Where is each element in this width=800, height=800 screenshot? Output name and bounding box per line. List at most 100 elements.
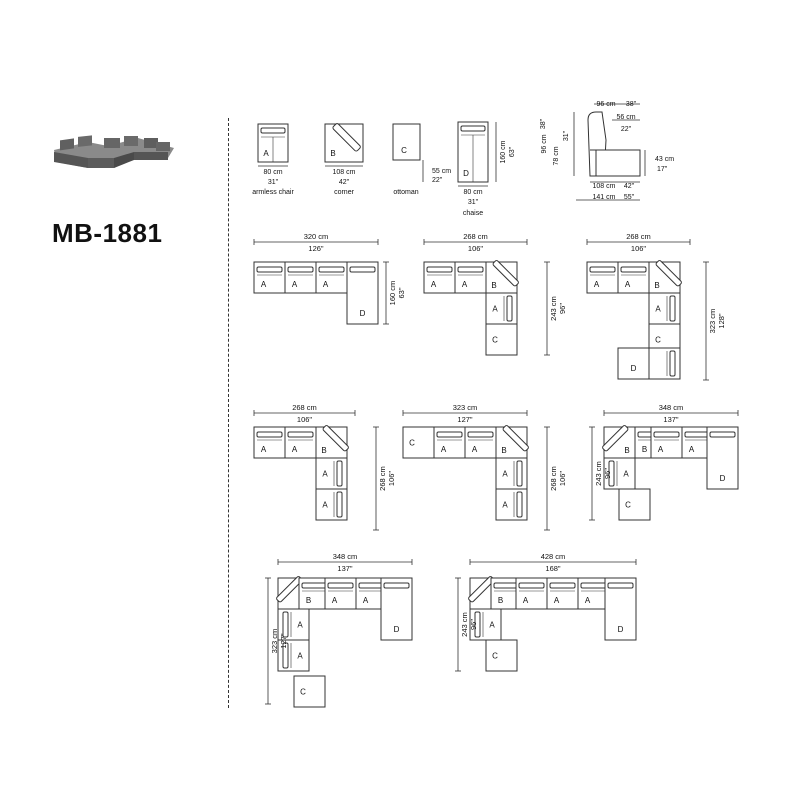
backrest — [282, 642, 289, 669]
module-letter: C — [401, 146, 407, 155]
dim-label: 96 cm — [541, 134, 548, 153]
module-ottoman: C — [485, 323, 518, 356]
dimension-cm: 348 cm — [333, 552, 358, 561]
module-corner: B — [485, 260, 519, 294]
backrest — [327, 582, 354, 589]
backrest — [287, 266, 314, 273]
backrest — [336, 491, 343, 518]
backrest — [684, 431, 711, 438]
module-letter: D — [394, 625, 400, 634]
backrest — [608, 460, 615, 487]
module-outline — [485, 639, 518, 672]
backrest — [256, 266, 283, 273]
module-letter: A — [655, 305, 661, 314]
module-letter: A — [322, 501, 328, 510]
module-letter: A — [625, 280, 631, 289]
backrest — [460, 125, 486, 132]
module-outline — [402, 426, 435, 459]
module-armless: A — [495, 488, 528, 521]
module-letter: A — [523, 596, 529, 605]
dimension-cm: 243 cm — [460, 612, 469, 637]
side-profile — [573, 103, 646, 201]
module-outline — [392, 123, 421, 161]
module-armless: A — [253, 261, 286, 294]
dimension-cm: 323 cm — [453, 403, 478, 412]
module-letter: A — [263, 149, 269, 158]
dim-label: 78 cm — [553, 146, 560, 165]
module-armless: A — [454, 261, 487, 294]
module-chaise-unit: D — [457, 121, 497, 187]
dimension-in: 96" — [603, 468, 612, 479]
backrest — [669, 350, 676, 377]
module-letter: A — [489, 621, 495, 630]
module-letter: A — [462, 280, 468, 289]
module-letter: A — [322, 470, 328, 479]
backrest — [287, 431, 314, 438]
module-letter: A — [323, 280, 329, 289]
module-armless: A — [603, 457, 636, 490]
module-corner-unit: B — [324, 123, 364, 167]
module-letter: B — [491, 281, 496, 290]
backrest — [332, 123, 361, 152]
dim-label: 42" — [339, 179, 350, 186]
dimension-cm: 268 cm — [292, 403, 317, 412]
module-armless: A — [495, 457, 528, 490]
module-outline — [618, 488, 651, 521]
module-armless: A — [464, 426, 497, 459]
backrest — [669, 295, 676, 322]
module-letter: B — [624, 446, 629, 455]
dim-label: 31" — [563, 130, 570, 141]
backrest — [260, 127, 286, 134]
module-letter: D — [631, 364, 637, 373]
module-armless: A — [423, 261, 456, 294]
dim-label: 96 cm — [596, 101, 615, 108]
dimension-in: 63" — [397, 287, 406, 298]
dim-label: 22" — [432, 177, 443, 184]
module-letter: A — [502, 501, 508, 510]
module-letter: C — [625, 501, 631, 510]
backrest — [502, 425, 529, 452]
dim-label: 38" — [540, 118, 547, 129]
backrest — [383, 582, 410, 589]
dimension-cm: 428 cm — [541, 552, 566, 561]
module-letter: A — [594, 280, 600, 289]
module-armless: A — [315, 261, 348, 294]
module-armless: A — [284, 261, 317, 294]
dim-label: 108 cm — [333, 169, 356, 176]
module-letter: C — [492, 336, 498, 345]
module-letter: A — [441, 445, 447, 454]
backrest — [349, 266, 376, 273]
module-armless: A — [315, 457, 348, 490]
module-letter: B — [330, 149, 335, 158]
dimension-in: 126" — [308, 244, 324, 253]
module-letter: A — [297, 652, 303, 661]
module-armless: A — [469, 608, 502, 641]
backrest — [493, 582, 520, 589]
dim-label: 43 cm — [655, 156, 674, 163]
module-letter: A — [623, 470, 629, 479]
dimension-cm: 268 cm — [626, 232, 651, 241]
dimension-cm: 243 cm — [594, 461, 603, 486]
dimension-in: 137" — [337, 564, 353, 573]
dimension-cm: 268 cm — [463, 232, 488, 241]
module-ottoman: C — [402, 426, 435, 459]
module-name: ottoman — [393, 189, 418, 196]
dimension-in: 106" — [468, 244, 484, 253]
backrest — [589, 266, 616, 273]
module-letter: B — [498, 596, 503, 605]
module-letter: D — [720, 474, 726, 483]
backrest — [426, 266, 453, 273]
backrest — [580, 582, 607, 589]
dimension-in: 96" — [558, 303, 567, 314]
module-ottoman: C — [293, 675, 326, 708]
module-letter: A — [431, 280, 437, 289]
backrest — [709, 431, 736, 438]
dimension-cm: 320 cm — [304, 232, 329, 241]
dim-label: 141 cm — [593, 194, 616, 201]
dimension-in: 128" — [717, 313, 726, 329]
backrest — [436, 431, 463, 438]
module-outline — [293, 675, 326, 708]
module-armless-chair: A — [257, 123, 289, 167]
